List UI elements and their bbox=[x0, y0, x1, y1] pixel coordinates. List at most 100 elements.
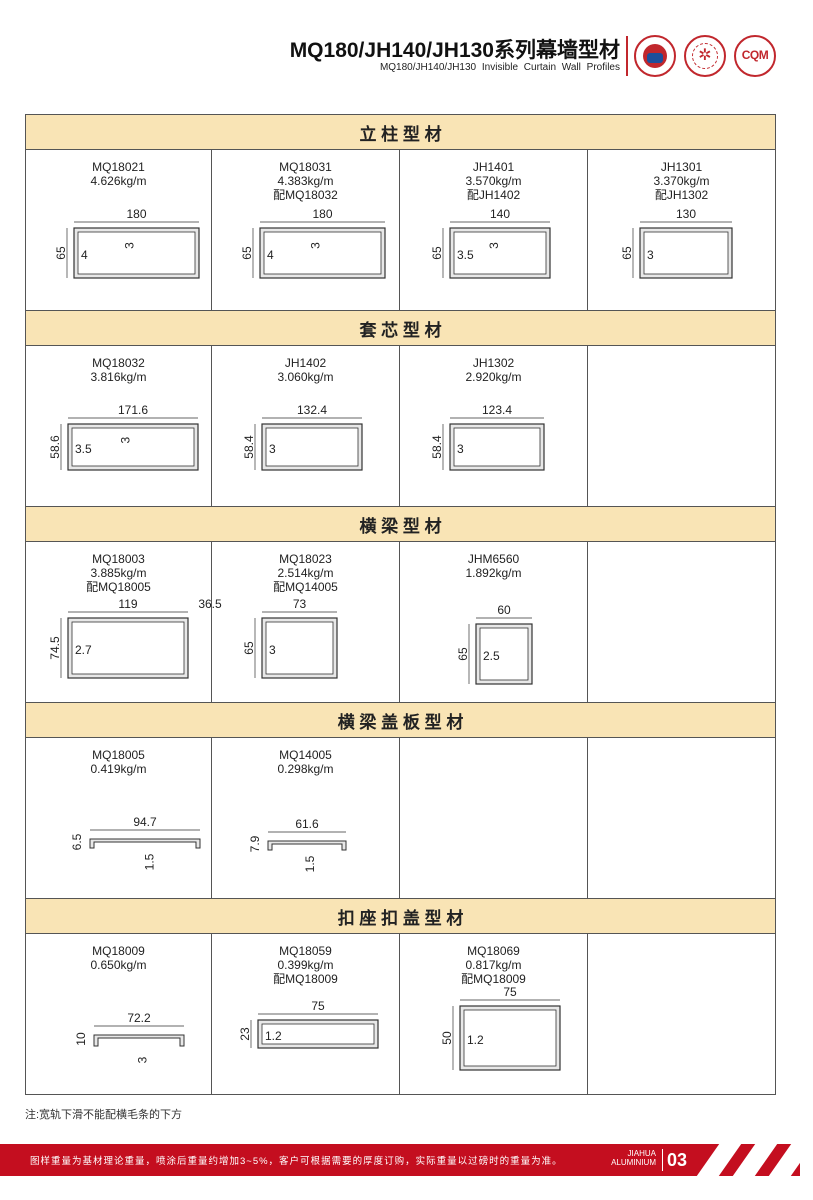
profile-code: JH1402 bbox=[284, 356, 327, 370]
profile-inner bbox=[463, 1009, 557, 1067]
page-subtitle: MQ180/JH140/JH130 Invisible Curtain Wall… bbox=[379, 62, 620, 73]
thickness-label: 3 bbox=[269, 643, 276, 657]
profile-weight: 3.570kg/m bbox=[465, 174, 522, 188]
footer-stripe bbox=[768, 1144, 813, 1176]
height-label: 58.4 bbox=[430, 435, 444, 459]
profile-code: JH1301 bbox=[660, 160, 703, 174]
thickness2-label: 3 bbox=[487, 242, 501, 249]
profile-weight: 3.816kg/m bbox=[90, 370, 147, 384]
profile-code: MQ18031 bbox=[279, 160, 332, 174]
thickness-label: 4 bbox=[267, 248, 274, 262]
width-label: 180 bbox=[312, 207, 332, 221]
cqm-logo-icon: CQM bbox=[734, 35, 776, 77]
profile-drawing: 94.7 6.5 1.5 bbox=[70, 815, 201, 870]
height-label: 23 bbox=[238, 1027, 252, 1041]
profile-drawing: 75 23 1.2 bbox=[238, 999, 379, 1049]
profile-weight: 3.885kg/m bbox=[90, 566, 147, 580]
profile-cell bbox=[586, 737, 777, 899]
height-label: 65 bbox=[430, 246, 444, 260]
thickness-label: 2.5 bbox=[483, 649, 500, 663]
thickness-label: 4 bbox=[81, 248, 88, 262]
profile-code: MQ18009 bbox=[92, 944, 145, 958]
thickness-label: 1.2 bbox=[265, 1029, 282, 1043]
profile-match: 配MQ18009 bbox=[273, 972, 338, 986]
thickness2-label: 3 bbox=[136, 1056, 150, 1063]
profile-drawing: 61.67.91.5 bbox=[248, 817, 347, 872]
profile-code: MQ18059 bbox=[279, 944, 332, 958]
profile-weight: 0.298kg/m bbox=[277, 762, 334, 776]
profile-inner bbox=[263, 231, 382, 275]
width-label: 60 bbox=[497, 603, 511, 617]
profile-drawing: 123.4 58.4 3 bbox=[430, 403, 545, 471]
profile-weight: 0.419kg/m bbox=[90, 762, 147, 776]
profile-outline bbox=[267, 840, 347, 851]
thickness-label: 3 bbox=[269, 442, 276, 456]
profile-weight: 0.399kg/m bbox=[277, 958, 334, 972]
height-label: 6.5 bbox=[70, 833, 84, 850]
thickness-label: 3 bbox=[647, 248, 654, 262]
profile-code: MQ18021 bbox=[92, 160, 145, 174]
profile-weight: 1.892kg/m bbox=[465, 566, 522, 580]
thickness-label: 3 bbox=[457, 442, 464, 456]
width-label: 132.4 bbox=[297, 403, 327, 417]
certification-seal-icon: ✲ bbox=[684, 35, 726, 77]
thickness-label: 1.2 bbox=[467, 1033, 484, 1047]
footer-disclaimer: 图样重量为基材理论重量，喷涂后重量约增加3~5%，客户可根据需要的厚度订购，实际… bbox=[30, 1156, 563, 1167]
profile-match: 配JH1402 bbox=[466, 188, 521, 202]
profile-inner bbox=[453, 427, 541, 467]
height-label: 65 bbox=[240, 246, 254, 260]
profile-inner bbox=[453, 231, 547, 275]
height-label: 74.5 bbox=[48, 636, 62, 660]
profile-match: 配MQ18005 bbox=[86, 580, 151, 594]
profile-weight: 3.370kg/m bbox=[653, 174, 710, 188]
profile-match: 配MQ14005 bbox=[273, 580, 338, 594]
profile-inner bbox=[265, 621, 334, 675]
width-label: 94.7 bbox=[133, 815, 157, 829]
thickness2-label: 3 bbox=[308, 242, 322, 249]
thickness2-label: 1.5 bbox=[143, 853, 157, 870]
profile-cell bbox=[586, 541, 777, 703]
thickness-label: 2.7 bbox=[75, 643, 92, 657]
profile-weight: 0.817kg/m bbox=[465, 958, 522, 972]
thickness-label: 3.5 bbox=[75, 442, 92, 456]
profile-inner bbox=[261, 1023, 375, 1045]
profile-code: MQ18003 bbox=[92, 552, 145, 566]
thickness2-label: 1.5 bbox=[303, 855, 317, 872]
section-header: 横 梁 盖 板 型 材 bbox=[24, 702, 777, 738]
page-footer: 图样重量为基材理论重量，喷涂后重量约增加3~5%，客户可根据需要的厚度订购，实际… bbox=[0, 1144, 813, 1176]
page-number: 03 bbox=[662, 1149, 687, 1171]
thickness-label: 3.5 bbox=[457, 248, 474, 262]
height-label: 50 bbox=[440, 1031, 454, 1045]
width2-label: 36.5 bbox=[198, 597, 222, 611]
section-header: 套 芯 型 材 bbox=[24, 310, 777, 346]
width-label: 123.4 bbox=[482, 403, 512, 417]
width-label: 180 bbox=[126, 207, 146, 221]
profile-weight: 3.060kg/m bbox=[277, 370, 334, 384]
height-label: 58.4 bbox=[242, 435, 256, 459]
profile-code: JH1401 bbox=[472, 160, 515, 174]
width-label: 75 bbox=[311, 999, 325, 1013]
profile-drawing: 180 65 4 3 bbox=[240, 207, 386, 279]
profile-inner bbox=[77, 231, 196, 275]
profile-outline bbox=[89, 838, 201, 849]
height-label: 65 bbox=[620, 246, 634, 260]
